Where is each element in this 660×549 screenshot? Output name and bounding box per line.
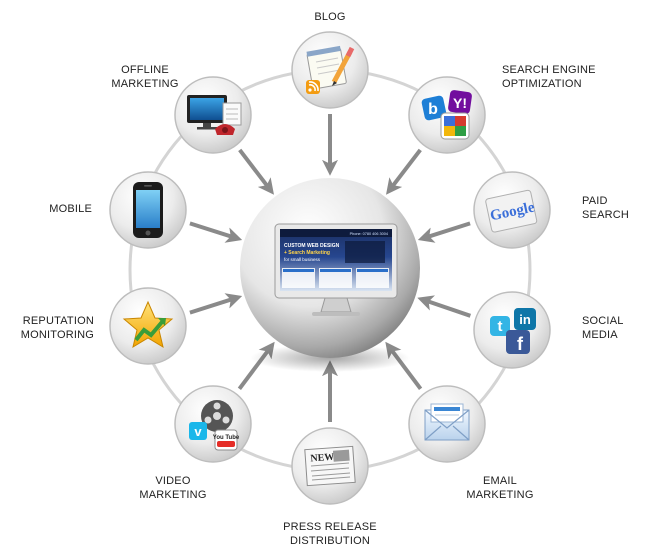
label-blog: BLOG	[314, 11, 346, 23]
node-offline-marketing	[174, 76, 252, 154]
arrow-social-media	[417, 295, 471, 318]
node-social-media: t in f	[473, 291, 551, 369]
node-email-marketing	[408, 385, 486, 463]
social-media-icon: t in f	[490, 308, 536, 354]
node-seo: b Y!	[408, 76, 486, 154]
website-monitor-icon: Phone: 0780 406 3004 CUSTOM WEB DESIGN +…	[274, 223, 398, 316]
svg-text:t: t	[498, 318, 503, 335]
smartphone-icon	[133, 182, 163, 238]
film-reel-youtube-icon: v You Tube	[189, 400, 240, 451]
star-icon	[122, 300, 174, 349]
center-sphere: Phone: 0780 406 3004 CUSTOM WEB DESIGN +…	[240, 178, 420, 372]
google-logo-icon: Google	[485, 189, 538, 233]
node-press-release: NEWS	[291, 427, 369, 505]
arrow-reputation	[189, 293, 243, 315]
arrow-offline	[238, 148, 274, 195]
newspaper-logo-text: NEWS	[310, 451, 341, 464]
envelope-icon	[424, 403, 470, 441]
youtube-logo-text: You Tube	[213, 435, 240, 441]
screen-phone-text: Phone: 0780 406 3004	[350, 232, 388, 236]
tv-phone-icon	[187, 95, 242, 135]
arrow-mobile	[189, 221, 243, 243]
svg-text:in: in	[519, 312, 531, 327]
newspaper-icon: NEWS	[304, 445, 356, 487]
svg-text:f: f	[517, 334, 524, 354]
screen-headline-1: CUSTOM WEB DESIGN	[284, 243, 340, 249]
label-mobile: MOBILE	[49, 203, 92, 215]
node-mobile	[109, 171, 187, 249]
node-reputation	[109, 287, 187, 365]
arrow-seo	[386, 148, 422, 195]
node-paid-search: Google	[473, 171, 551, 249]
arrow-paid-search	[417, 221, 471, 243]
svg-text:v: v	[194, 424, 202, 439]
svg-text:Y!: Y!	[453, 95, 467, 111]
screen-headline-3: for small business	[284, 257, 321, 262]
search-engines-icon: b Y!	[421, 90, 472, 140]
notepad-rss-icon	[306, 45, 355, 94]
svg-text:b: b	[428, 101, 438, 118]
node-video-marketing: v You Tube	[174, 385, 252, 463]
screen-headline-2: + Search Marketing	[284, 250, 330, 256]
node-blog	[291, 31, 369, 109]
